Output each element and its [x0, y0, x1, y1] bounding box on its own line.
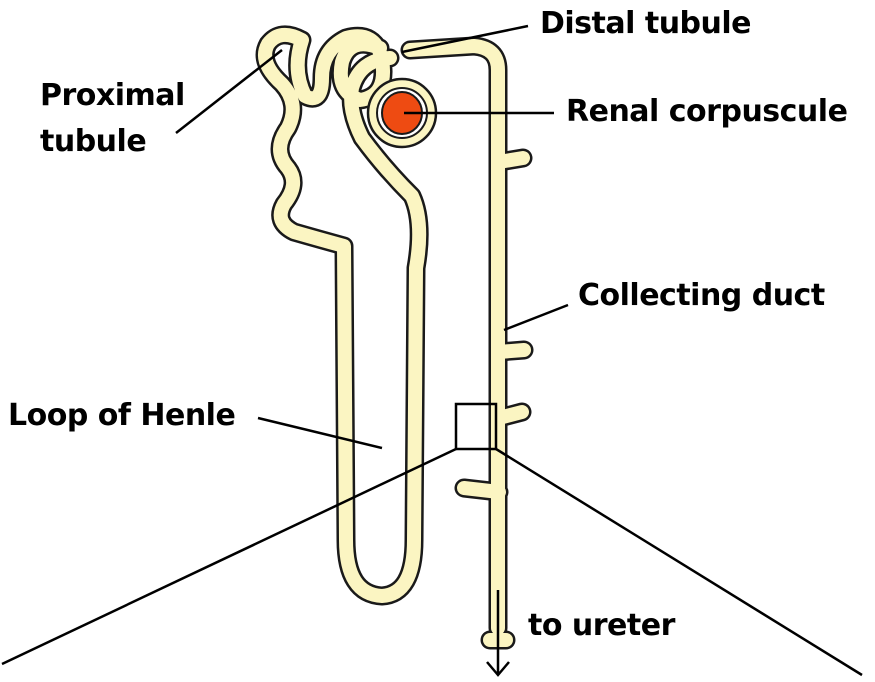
zoom-line-left — [2, 449, 456, 664]
label-loop-of-henle: Loop of Henle — [8, 398, 235, 434]
label-to-ureter: to ureter — [528, 608, 675, 644]
leader-line-proximal-tubule — [176, 50, 282, 133]
label-distal-tubule: Distal tubule — [540, 6, 751, 42]
label-proximal-tubule-line1: Proximal — [40, 78, 185, 114]
label-proximal-tubule-line2: tubule — [40, 124, 146, 160]
label-collecting-duct: Collecting duct — [578, 278, 825, 314]
leader-line-loop-of-henle — [258, 418, 382, 448]
leader-line-collecting-duct — [504, 305, 568, 330]
magnification-box — [2, 404, 862, 675]
label-renal-corpuscule: Renal corpuscule — [566, 94, 847, 130]
